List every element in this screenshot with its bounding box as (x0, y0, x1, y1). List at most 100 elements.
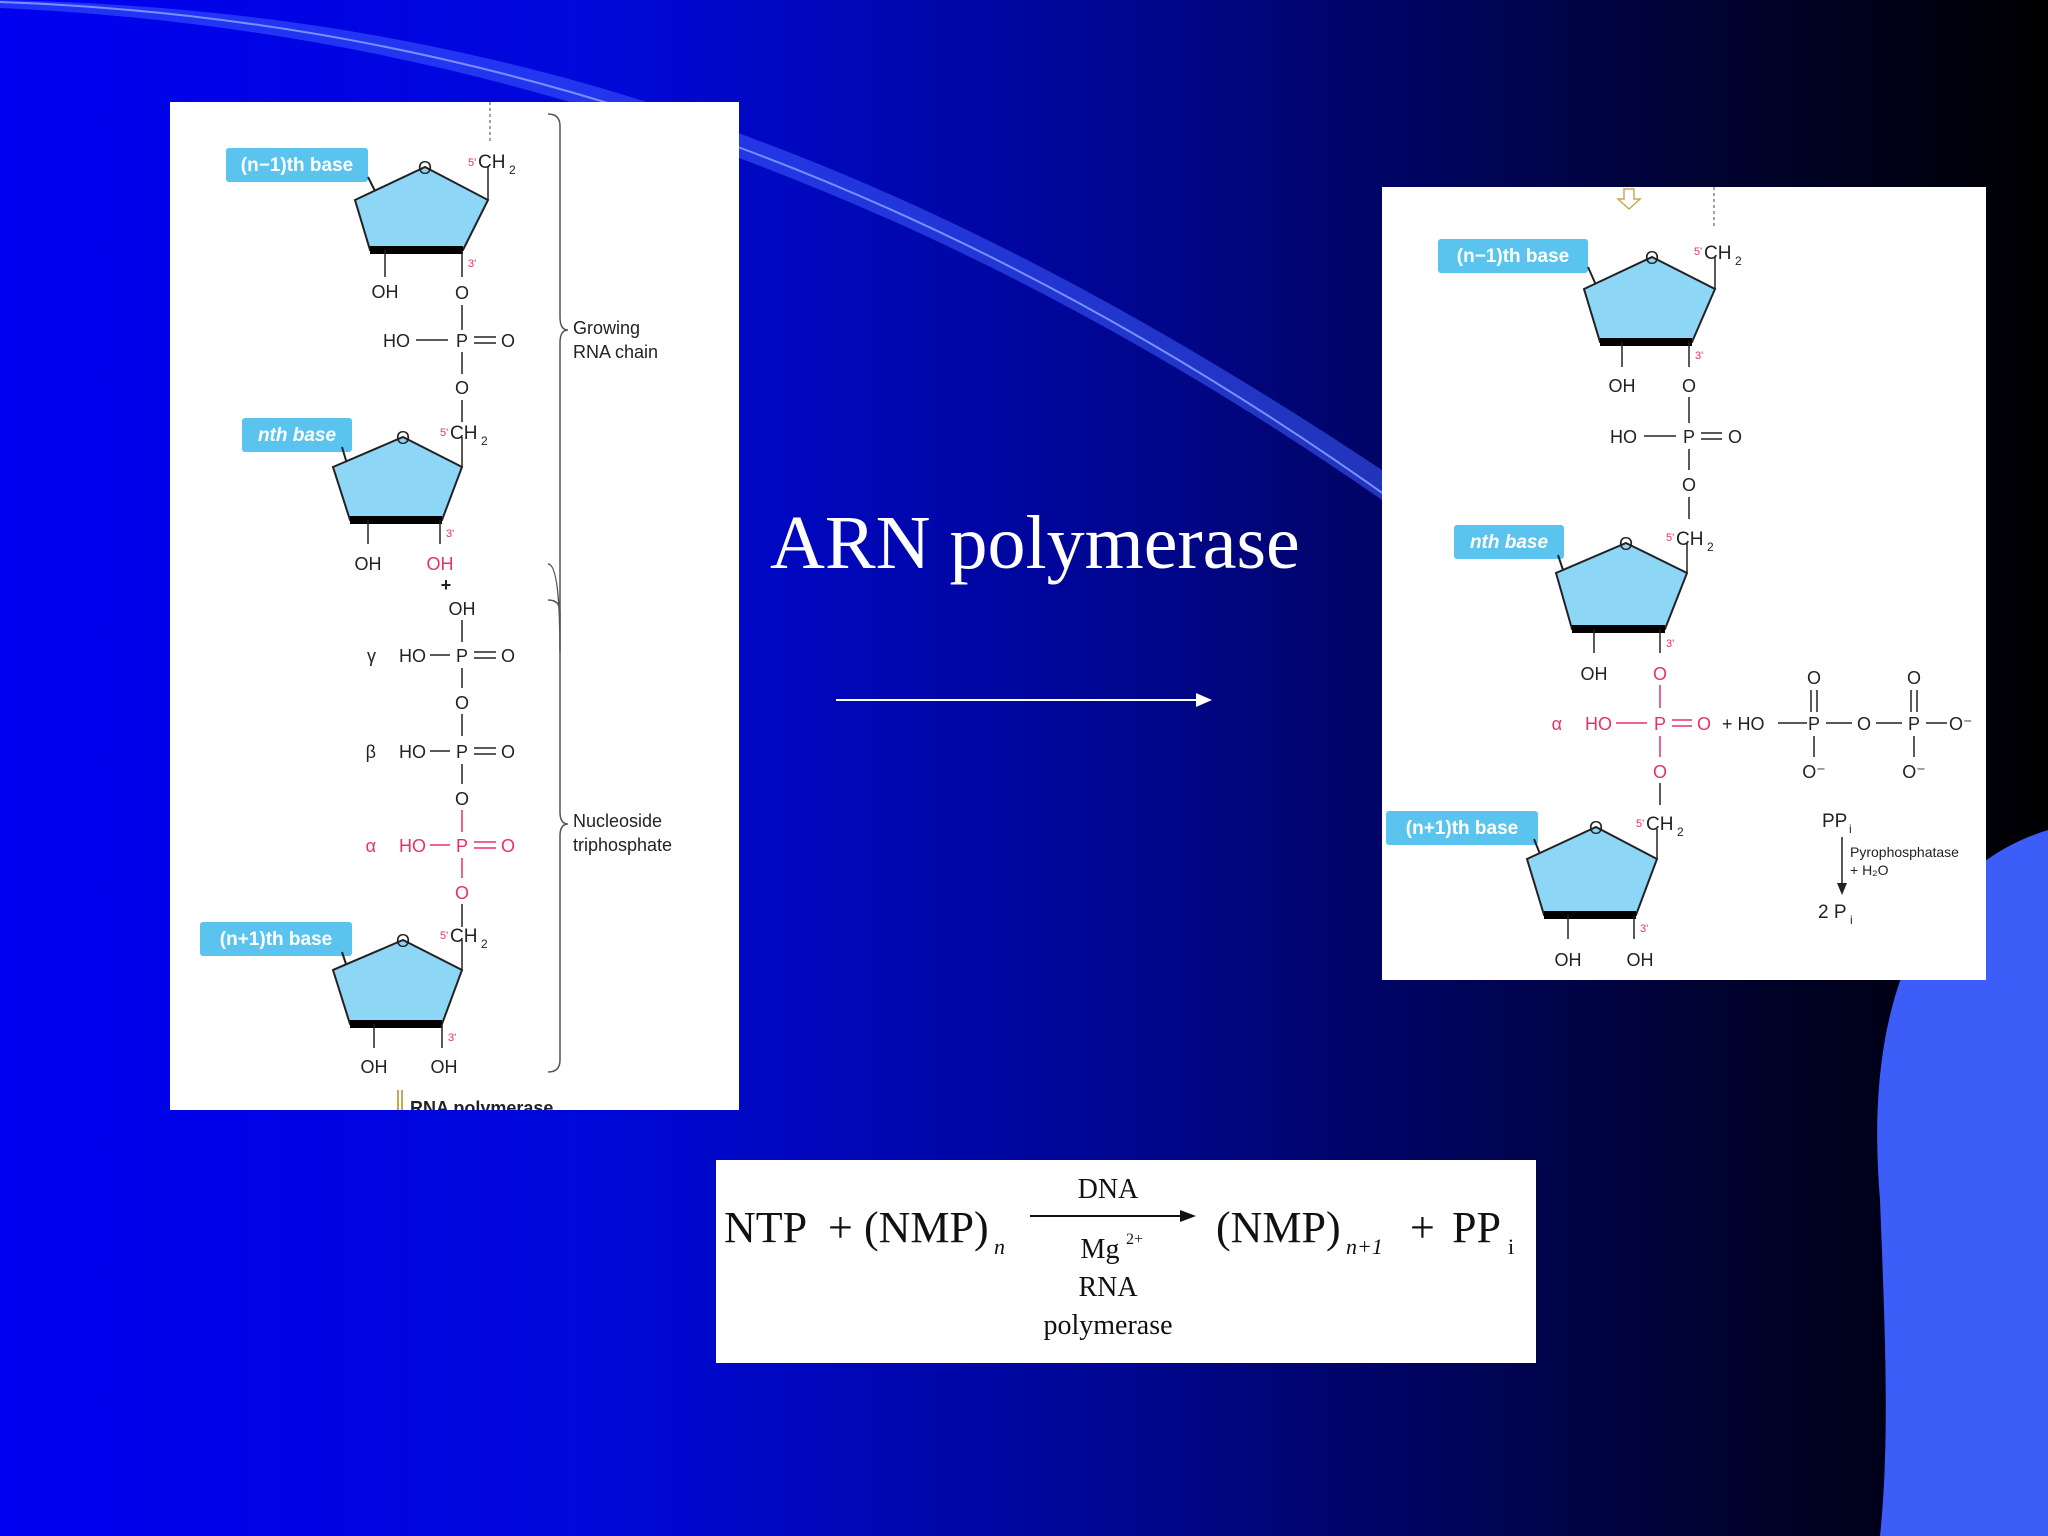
svg-text:CH: CH (1704, 243, 1731, 264)
eq-plus-1: + (828, 1203, 853, 1252)
svg-text:O: O (1907, 668, 1921, 688)
svg-text:P: P (456, 331, 468, 351)
svg-text:P: P (456, 646, 468, 666)
svg-text:O⁻: O⁻ (1949, 714, 1973, 734)
beta-label: β (366, 742, 376, 762)
svg-text:CH: CH (1676, 529, 1703, 550)
gamma-label: γ (367, 646, 376, 666)
svg-text:O: O (1645, 248, 1659, 268)
ring-oxygen: O (418, 158, 432, 178)
svg-text:HO: HO (399, 742, 426, 762)
base-label-box (200, 922, 352, 956)
nucleotide-n: nth base O 5' CH 2 OH 3' (1454, 525, 1714, 684)
svg-text:5': 5' (1694, 246, 1702, 258)
three-prime-label: 3' (468, 258, 476, 270)
svg-text:2: 2 (1707, 540, 1714, 554)
svg-text:3': 3' (446, 528, 454, 540)
eq-below-arrow-mg: Mg (1081, 1234, 1120, 1265)
reactants-diagram: (n−1)th base O 5' CH 2 OH 3' O HO P O O … (170, 102, 739, 1110)
oh-2prime: OH (372, 282, 399, 302)
svg-text:i: i (1850, 913, 1853, 927)
svg-text:P: P (1808, 714, 1820, 734)
svg-text:OH: OH (1609, 376, 1636, 396)
svg-text:O: O (455, 693, 469, 713)
svg-text:OH: OH (355, 554, 382, 574)
svg-text:5': 5' (1636, 818, 1644, 830)
nucleotide-n-plus-1: (n+1)th base O 5' CH 2 OH 3' OH (200, 922, 488, 1077)
svg-text:+ HO: + HO (1722, 714, 1765, 734)
reaction-equation: NTP + (NMP) n DNA Mg 2+ RNA polymerase (… (716, 1160, 1536, 1363)
oh-3prime-highlighted: OH (427, 554, 454, 574)
plus-sign: + (441, 575, 452, 595)
base-label: (n−1)th base (241, 155, 353, 176)
ribose-ring (1582, 255, 1717, 343)
base-label-box (226, 148, 368, 182)
svg-text:i: i (1849, 822, 1852, 836)
ribose-ring (353, 165, 490, 251)
pyrophosphate: + HO P O O⁻ O P O O⁻ O⁻ PP i Pyrophospha… (1722, 668, 1973, 927)
svg-text:3': 3' (1640, 923, 1648, 935)
pyrophosphatase-label: Pyrophosphatase (1850, 844, 1959, 860)
nucleotide-n-plus-1: (n+1)th base O 5' CH 2 OH 3' OH (1386, 811, 1684, 970)
ribose-ring (1525, 825, 1659, 916)
svg-text:OH: OH (431, 1057, 458, 1077)
svg-text:O: O (1682, 475, 1696, 495)
svg-text:OH: OH (1627, 950, 1654, 970)
base-label-box (242, 418, 352, 452)
svg-text:3': 3' (448, 1032, 456, 1044)
eq-below-arrow-rna: RNA (1078, 1272, 1138, 1303)
ppi-label: PP (1822, 811, 1847, 832)
svg-text:O: O (1697, 714, 1711, 734)
alpha-label: α (366, 836, 376, 856)
nucleotide-n-minus-1: (n−1)th base O 5' CH 2 OH 3' (226, 148, 516, 302)
svg-text:OH: OH (449, 599, 476, 619)
eq-above-arrow: DNA (1078, 1174, 1139, 1205)
brace-label-ntp-2: triphosphate (573, 835, 672, 855)
svg-text:O: O (501, 646, 515, 666)
svg-text:2: 2 (481, 434, 488, 448)
svg-text:O: O (1653, 664, 1667, 684)
svg-text:O: O (1857, 714, 1871, 734)
ribose-ring (331, 435, 464, 521)
ch2-subscript: 2 (509, 163, 516, 177)
base-label: nth base (1470, 532, 1549, 553)
eq-nmp-n: (NMP) (864, 1203, 989, 1252)
svg-text:O: O (501, 331, 515, 351)
svg-text:α: α (1552, 714, 1562, 734)
water-label: + H₂O (1850, 862, 1889, 878)
svg-text:O: O (501, 742, 515, 762)
new-phosphodiester-bond: O α HO P O O (1552, 664, 1711, 805)
slide-title: ARN polymerase (770, 501, 1300, 585)
svg-text:3': 3' (1666, 638, 1674, 650)
base-label: (n−1)th base (1457, 246, 1569, 267)
products-diagram: (n−1)th base O 5' CH 2 OH 3' O HO P O O … (1382, 187, 1986, 980)
down-arrow-icon (1616, 188, 1642, 211)
svg-text:HO: HO (383, 331, 410, 351)
svg-text:O: O (1619, 534, 1633, 554)
svg-text:O: O (455, 283, 469, 303)
eq-plus-2: + (1410, 1203, 1435, 1252)
phosphate-product: 2 P (1818, 902, 1847, 923)
brace-label-growing-1: Growing (573, 318, 640, 338)
svg-text:O: O (1682, 376, 1696, 396)
svg-text:O⁻: O⁻ (1802, 762, 1826, 782)
svg-text:2: 2 (481, 937, 488, 951)
eq-ppi: PP (1452, 1203, 1501, 1252)
svg-text:2: 2 (1735, 254, 1742, 268)
svg-text:O: O (396, 428, 410, 448)
nucleotide-n: nth base O 5' CH 2 OH 3' OH (242, 418, 488, 574)
svg-text:P: P (1654, 714, 1666, 734)
brace-nucleoside-triphosphate (547, 599, 569, 1073)
enzyme-label-cropped: RNA polymerase (410, 1098, 553, 1110)
svg-text:CH: CH (1646, 814, 1673, 835)
svg-text:5': 5' (440, 427, 448, 439)
phosphodiester-1: O HO P O O (383, 283, 515, 422)
svg-text:5': 5' (440, 930, 448, 942)
brace-label-ntp-1: Nucleoside (573, 811, 662, 831)
nucleotide-n-minus-1: (n−1)th base O 5' CH 2 OH 3' (1438, 239, 1742, 396)
svg-text:O: O (1653, 762, 1667, 782)
brace-label-growing-2: RNA chain (573, 342, 658, 362)
svg-text:CH: CH (450, 423, 477, 444)
eq-subscript-n1: n+1 (1346, 1234, 1383, 1259)
